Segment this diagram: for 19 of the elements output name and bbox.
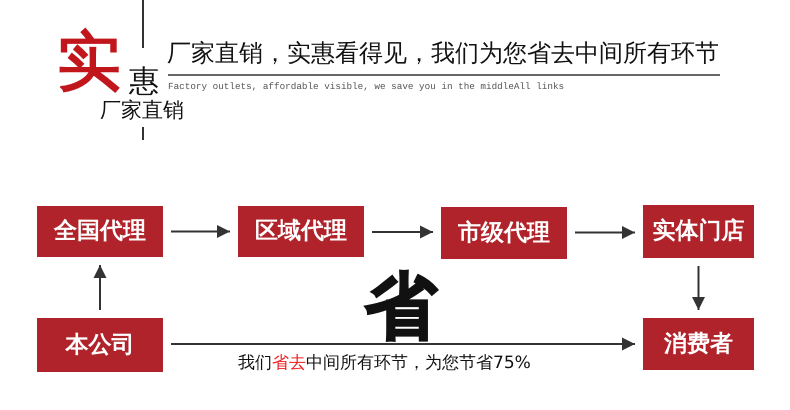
arrow: [372, 226, 433, 238]
arrow: [94, 265, 106, 310]
subtitle: Factory outlets, affordable visible, we save you in the middleAll links: [168, 82, 564, 92]
process-box: 区域代理: [238, 206, 364, 257]
process-box: 市级代理: [441, 207, 567, 259]
process-box: 全国代理: [37, 206, 163, 257]
big-character: 实: [57, 30, 121, 94]
arrow: [575, 226, 635, 239]
big-character: 省: [365, 270, 437, 342]
heading: 厂家直销，实惠看得见，我们为您省去中间所有环节: [167, 41, 719, 65]
process-box: 本公司: [37, 318, 163, 372]
arrow: [171, 225, 230, 238]
arrow: [171, 338, 635, 350]
tagline: 厂家直销: [100, 100, 184, 121]
edge-label: 我们省去中间所有环节，为您节省75%: [236, 355, 533, 372]
process-box: 实体门店: [643, 205, 754, 258]
process-box: 消费者: [643, 318, 754, 370]
character: 惠: [129, 67, 159, 97]
arrow: [692, 266, 705, 310]
